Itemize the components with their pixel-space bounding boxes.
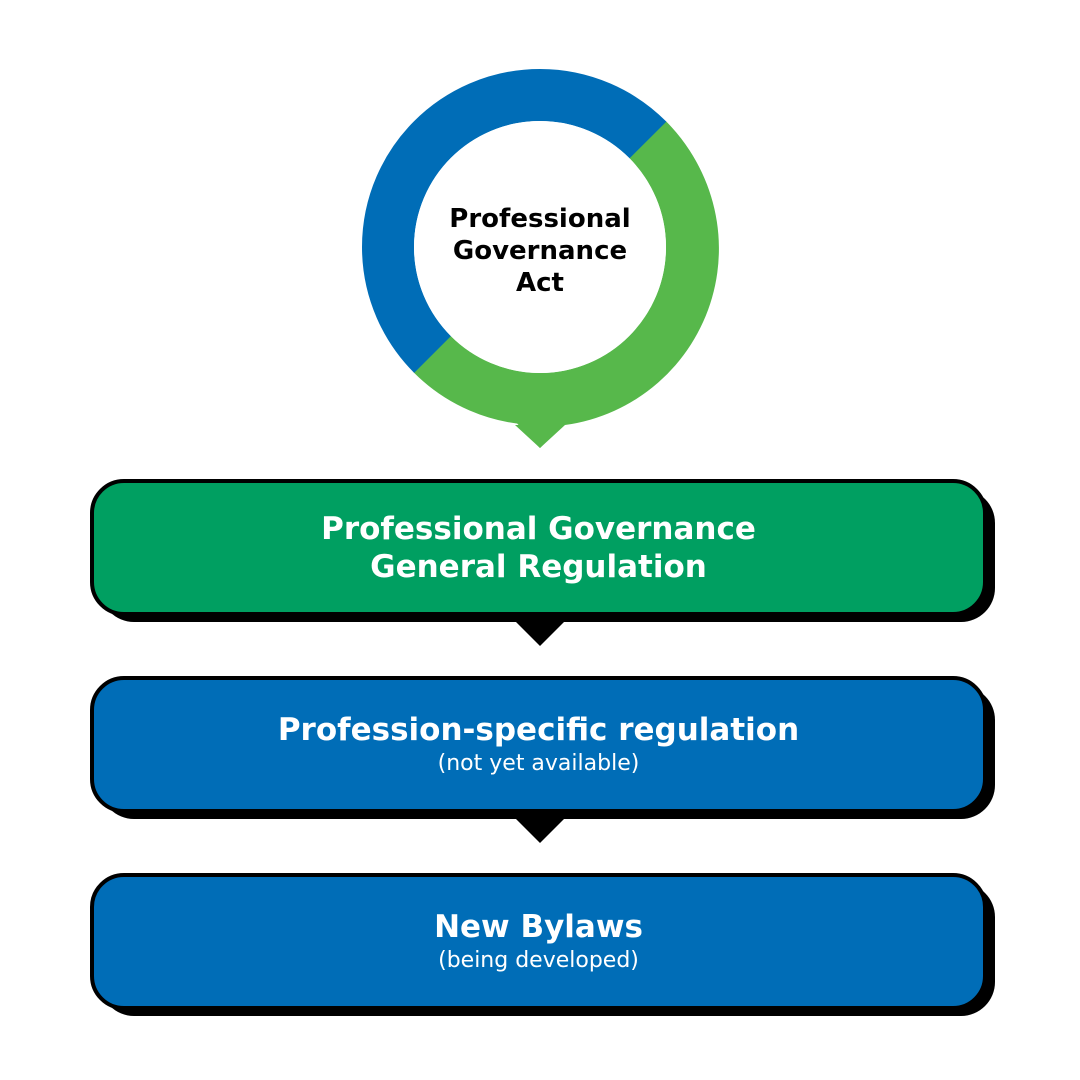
act-ring — [362, 68, 719, 448]
box2-body — [90, 676, 987, 813]
act-line: Act — [516, 268, 564, 298]
box1-body — [90, 479, 987, 616]
act-line: Professional — [449, 204, 631, 234]
general-regulation-box: Professional Governance General Regulati… — [92, 481, 985, 614]
ring-blue-segment — [362, 69, 718, 425]
box-title-line: Professional Governance — [321, 510, 756, 547]
arrow-down-1 — [514, 620, 566, 646]
box-subtitle: (being developed) — [438, 947, 639, 973]
box-subtitle: (not yet available) — [437, 750, 640, 776]
act-line: Governance — [452, 236, 628, 266]
arrow-down-2 — [514, 817, 566, 843]
box-title-line: General Regulation — [370, 548, 707, 585]
act-pointer — [512, 418, 568, 448]
act-label: Professional Governance Act — [390, 203, 690, 299]
bylaws-box: New Bylaws (being developed) — [92, 875, 985, 1008]
box3-body — [90, 873, 987, 1010]
profession-regulation-box: Profession-specific regulation (not yet … — [92, 678, 985, 811]
box-title: Profession-specific regulation — [277, 711, 800, 748]
box-title: New Bylaws — [434, 908, 643, 945]
act-inner-circle — [414, 121, 666, 373]
